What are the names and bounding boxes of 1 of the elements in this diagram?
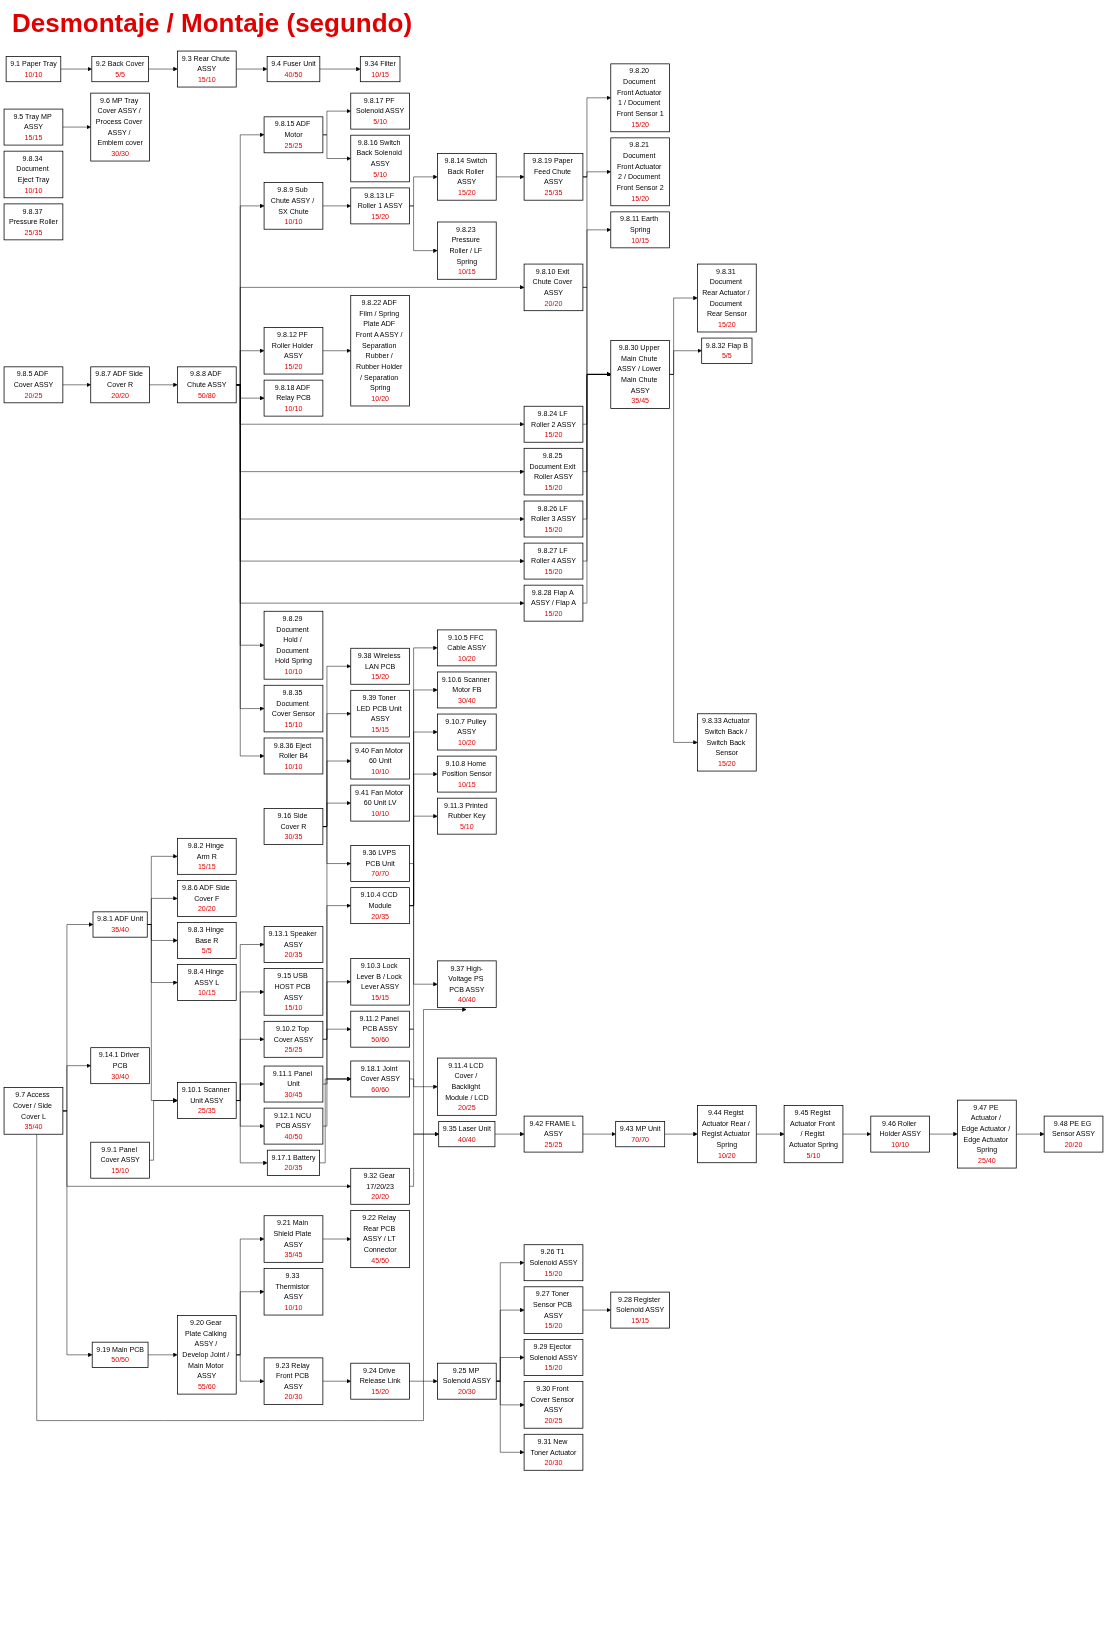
diagram-title: Desmontaje / Montaje (segundo) — [12, 8, 414, 39]
